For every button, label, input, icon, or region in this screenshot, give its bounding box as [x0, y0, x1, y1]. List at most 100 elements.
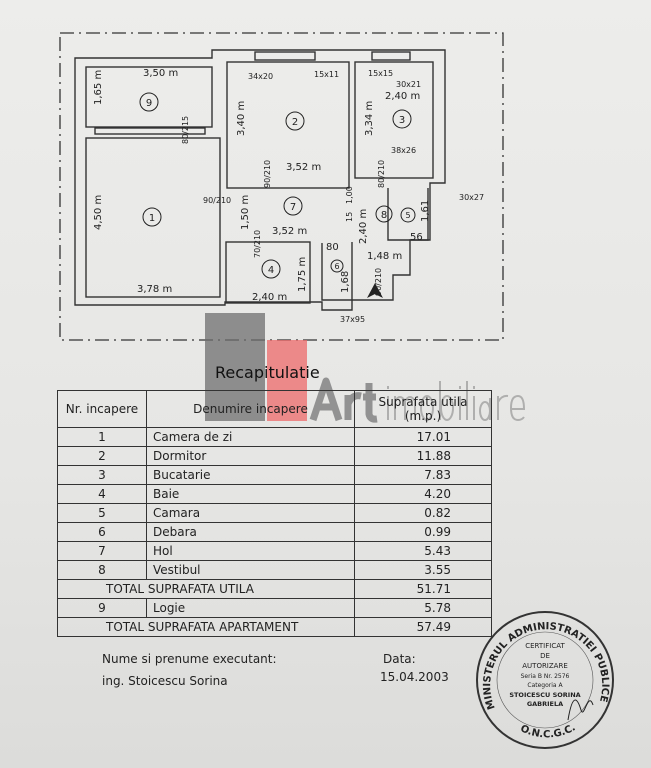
table-header: Nr. incapere Denumire incapere Suprafata…: [57, 390, 492, 428]
room-number: 2: [292, 117, 298, 128]
room-marker-9: 9: [139, 92, 159, 112]
cell-name: Logie: [146, 598, 355, 618]
stamp-line: CERTIFICAT: [525, 642, 565, 650]
stamp-line: DE: [540, 652, 550, 660]
cell-name: Bucatarie: [146, 465, 355, 485]
annotation: 30x27: [459, 193, 484, 202]
cell-area: 11.88: [354, 446, 492, 466]
cell-name: Camara: [146, 503, 355, 523]
executant-label: Nume si prenume executant:: [102, 652, 277, 666]
header-nr: Nr. incapere: [57, 390, 147, 428]
total-utila-label: TOTAL SUPRAFATA UTILA: [57, 579, 355, 599]
floor-plan: 3,50 m 1,65 m 4,50 m 3,78 m 3,40 m 3,52 …: [59, 32, 504, 341]
room-number: 5: [405, 211, 410, 220]
dim-label: 3,52 m: [286, 162, 321, 173]
door-annotation: 90/210: [374, 268, 383, 296]
dim-label: 1,48 m: [367, 251, 402, 262]
door-annotation: 70/210: [253, 230, 262, 258]
room-4-wall: [225, 241, 311, 304]
room-2-wall: [226, 61, 350, 189]
room-5-wall: [387, 188, 429, 241]
date-label: Data:: [383, 652, 416, 666]
cell-name: Hol: [146, 541, 355, 561]
stamp-line: AUTORIZARE: [522, 662, 568, 670]
room-marker-8: 8: [375, 205, 393, 223]
room-number: 1: [149, 213, 155, 224]
header-area: Suprafata utila (m.p.): [354, 390, 492, 428]
annotation: 34x20: [248, 72, 273, 81]
date-value: 15.04.2003: [380, 670, 449, 684]
dim-label: 1,68: [340, 271, 351, 293]
dim-label: 3,50 m: [143, 68, 178, 79]
annotation: 38x26: [391, 146, 416, 155]
dim-label: 2,40 m: [385, 91, 420, 102]
outer-wall: [74, 49, 446, 311]
room-3-wall: [354, 61, 434, 179]
cell-nr: 4: [57, 484, 147, 504]
cell-area: 3.55: [354, 560, 492, 580]
room-marker-2: 2: [285, 111, 305, 131]
window: [94, 127, 206, 135]
room-marker-4: 4: [261, 259, 281, 279]
table-title: Recapitulatie: [215, 363, 320, 382]
stamp-line: STOICESCU SORINA: [509, 691, 580, 699]
room-marker-7: 7: [283, 196, 303, 216]
dim-label: 1,65 m: [93, 70, 104, 105]
cell-name: Debara: [146, 522, 355, 542]
dim-label: 1,75 m: [297, 257, 308, 292]
cell-nr: 9: [57, 598, 147, 618]
stamp-line: Seria B Nr. 2576: [521, 673, 570, 680]
window: [371, 51, 411, 61]
cell-name: Dormitor: [146, 446, 355, 466]
north-arrow-icon: [367, 283, 383, 298]
room-number: 4: [268, 265, 274, 276]
annotation: 15x15: [368, 69, 393, 78]
door-annotation: 90/210: [263, 160, 272, 188]
cell-name: Camera de zi: [146, 427, 355, 447]
cell-name: Vestibul: [146, 560, 355, 580]
room-1-wall: [85, 137, 221, 298]
annotation: 1,00: [345, 186, 354, 204]
dim-label: 3,40 m: [236, 101, 247, 136]
cell-nr: 8: [57, 560, 147, 580]
annotation: 15: [345, 212, 354, 222]
dim-label: 80: [326, 242, 339, 253]
door-annotation: 80/215: [181, 116, 190, 144]
room-number: 3: [399, 115, 405, 126]
cell-nr: 6: [57, 522, 147, 542]
stamp-line: GABRIELA: [527, 700, 563, 708]
window: [254, 51, 316, 61]
room-number: 8: [381, 210, 387, 221]
cell-area: 0.99: [354, 522, 492, 542]
area-table: Nr. incapere Denumire incapere Suprafata…: [57, 390, 492, 637]
dim-label: 2,40 m: [358, 209, 369, 244]
stamp-bottom-text: O.N.C.G.C.: [518, 722, 577, 740]
cell-nr: 7: [57, 541, 147, 561]
signature: [567, 699, 594, 721]
room-6-wall: [321, 242, 353, 301]
dim-label: 3,78 m: [137, 284, 172, 295]
total-utila-area: 51.71: [354, 579, 492, 599]
cell-name: Baie: [146, 484, 355, 504]
dim-label: 1,61: [420, 200, 431, 222]
cell-area: 5.78: [354, 598, 492, 618]
room-number: 7: [290, 202, 296, 213]
total-apartament-area: 57.49: [354, 617, 492, 637]
stamp-line: Categoria A: [527, 682, 563, 689]
annotation: 30x21: [396, 80, 421, 89]
dim-label: 4,50 m: [93, 195, 104, 230]
authorization-stamp: MINISTERUL ADMINISTRATIEI PUBLICE O.N.C.…: [476, 611, 614, 749]
executant-name: ing. Stoicescu Sorina: [102, 674, 228, 688]
dim-label: 2,40 m: [252, 292, 287, 303]
